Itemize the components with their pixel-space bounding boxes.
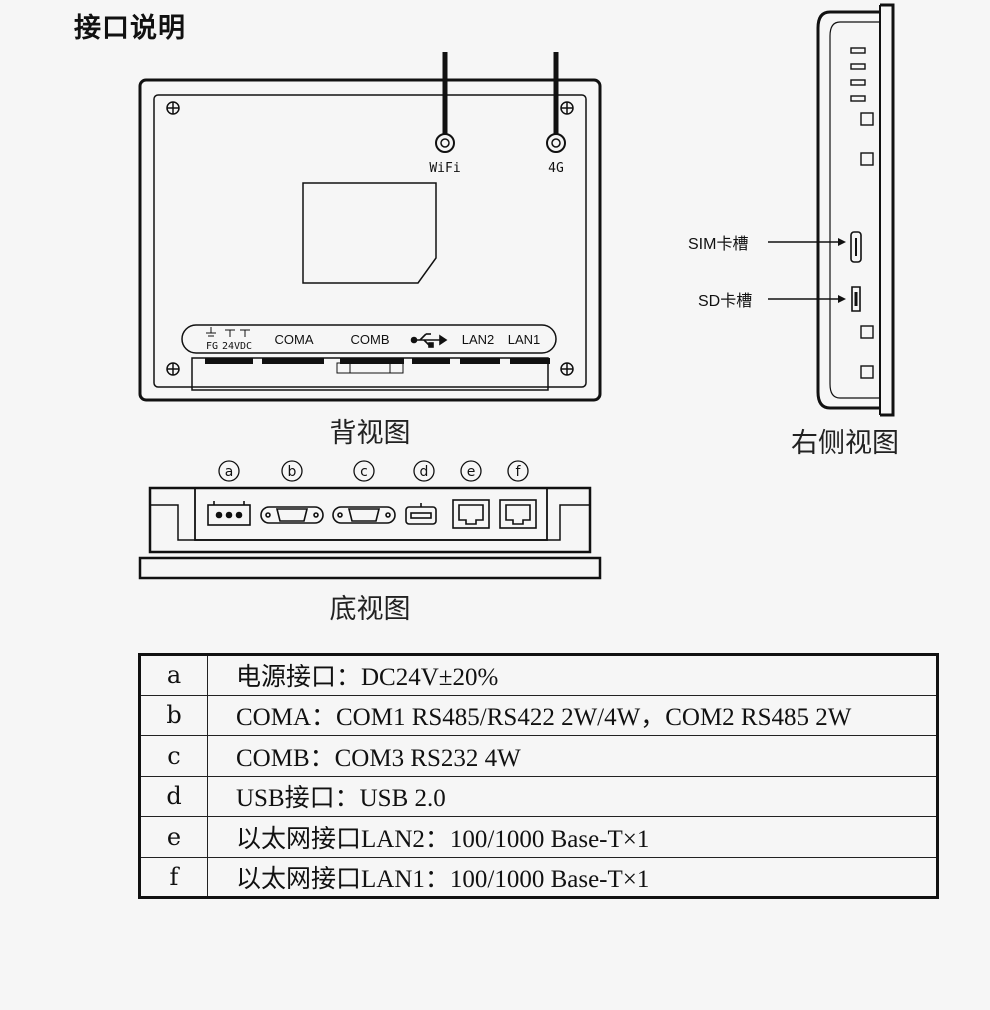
side-clip bbox=[860, 112, 874, 379]
back-view-caption: 背视图 bbox=[330, 418, 411, 449]
table-row: b COMA：COM1 RS485/RS422 2W/4W，COM2 RS485… bbox=[139, 694, 938, 736]
bottom-bezel bbox=[138, 556, 602, 580]
table-row: a 电源接口：DC24V±20% bbox=[139, 654, 938, 696]
marker-b: b bbox=[288, 464, 297, 480]
coma-label: COMA bbox=[275, 332, 314, 347]
usb-icon bbox=[410, 333, 448, 348]
side-view-caption: 右侧视图 bbox=[791, 428, 899, 459]
port-marker bbox=[218, 460, 529, 482]
bottom-view bbox=[138, 460, 602, 580]
ground-icon bbox=[206, 327, 250, 337]
table-row: d USB接口：USB 2.0 bbox=[139, 775, 938, 817]
marker-d: d bbox=[420, 464, 429, 480]
spec-key: b bbox=[139, 694, 208, 736]
back-view bbox=[138, 52, 602, 402]
spec-desc: 以太网接口LAN2：100/1000 Base-T×1 bbox=[207, 816, 938, 858]
wifi-label: WiFi bbox=[429, 161, 460, 176]
spec-key: e bbox=[139, 816, 208, 858]
spec-key: a bbox=[139, 654, 208, 696]
back-inner-frame bbox=[153, 94, 587, 388]
db9-port-icon bbox=[332, 506, 396, 524]
vent-slot bbox=[850, 47, 866, 102]
back-outer-frame bbox=[138, 78, 602, 402]
sd-slot bbox=[851, 286, 861, 312]
bottom-port-bay bbox=[194, 487, 548, 541]
lan1-label: LAN1 bbox=[508, 332, 541, 347]
spec-key: c bbox=[139, 735, 208, 777]
comb-label: COMB bbox=[351, 332, 390, 347]
spec-desc: 电源接口：DC24V±20% bbox=[207, 654, 938, 696]
port-label-strip bbox=[181, 324, 557, 354]
spec-key: d bbox=[139, 775, 208, 817]
sim-slot-label: SIM卡槽 bbox=[688, 235, 748, 253]
page-title: 接口说明 bbox=[74, 13, 186, 44]
rj45-port-icon bbox=[499, 499, 537, 529]
sim-slot bbox=[850, 231, 862, 263]
spec-desc: COMB：COM3 RS232 4W bbox=[207, 735, 938, 777]
screw-icon bbox=[166, 101, 574, 376]
marker-c: c bbox=[360, 464, 368, 480]
4g-connector bbox=[546, 133, 566, 153]
wifi-connector bbox=[435, 133, 455, 153]
interface-spec-table: a 电源接口：DC24V±20% b COMA：COM1 RS485/RS422… bbox=[138, 653, 939, 899]
marker-e: e bbox=[467, 464, 476, 480]
4g-label: 4G bbox=[548, 161, 564, 176]
bottom-view-markers: a b c d e f bbox=[225, 464, 522, 480]
back-view-labels: WiFi 4G FG 24VDC COMA COMB LAN2 LAN1 bbox=[206, 161, 564, 352]
power-label: 24VDC bbox=[222, 341, 252, 352]
table-row: f 以太网接口LAN1：100/1000 Base-T×1 bbox=[139, 856, 938, 898]
table-row: c COMB：COM3 RS232 4W bbox=[139, 735, 938, 777]
side-bezel bbox=[880, 3, 895, 417]
interface-diagram: WiFi 4G FG 24VDC COMA COMB LAN2 LAN1 背视图 bbox=[138, 3, 899, 625]
power-terminal-icon bbox=[207, 501, 251, 526]
spec-desc: 以太网接口LAN1：100/1000 Base-T×1 bbox=[207, 856, 938, 898]
lan2-label: LAN2 bbox=[462, 332, 495, 347]
side-view bbox=[768, 3, 895, 417]
rj45-port-icon bbox=[452, 499, 490, 529]
db9-port-icon bbox=[260, 506, 324, 524]
usb-port-icon bbox=[405, 503, 437, 525]
side-housing bbox=[816, 10, 880, 410]
table-row: e 以太网接口LAN2：100/1000 Base-T×1 bbox=[139, 816, 938, 858]
spec-desc: USB接口：USB 2.0 bbox=[207, 775, 938, 817]
spec-desc: COMA：COM1 RS485/RS422 2W/4W，COM2 RS485 2… bbox=[207, 694, 938, 736]
sd-slot-label: SD卡槽 bbox=[698, 292, 752, 310]
label-plate bbox=[302, 182, 437, 284]
spec-key: f bbox=[139, 856, 208, 898]
marker-a: a bbox=[225, 464, 234, 480]
bottom-view-caption: 底视图 bbox=[330, 594, 411, 625]
fg-label: FG bbox=[206, 341, 218, 352]
marker-f: f bbox=[516, 464, 522, 480]
